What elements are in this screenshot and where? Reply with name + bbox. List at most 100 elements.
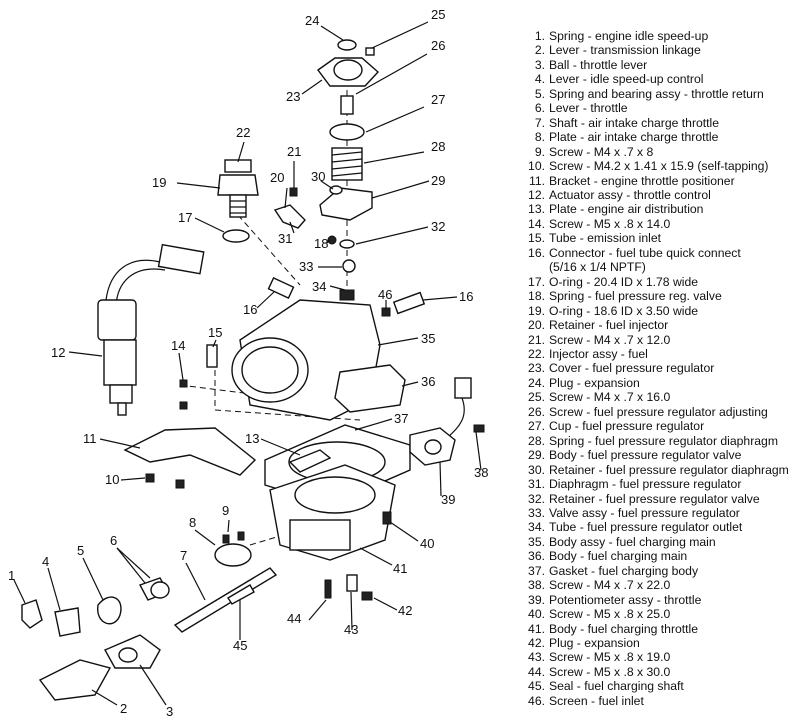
legend-text: Potentiometer assy - throttle xyxy=(549,592,702,607)
legend-text: Plate - air intake charge throttle xyxy=(549,130,719,145)
callout-18: 18 xyxy=(314,236,328,251)
legend-item: 25.Screw - M4 x .7 x 16.0 xyxy=(518,390,808,404)
legend-item: 27.Cup - fuel pressure regulator xyxy=(518,419,808,433)
legend-number: 45. xyxy=(528,679,545,694)
callout-10: 10 xyxy=(105,472,119,487)
legend-number: 40. xyxy=(528,607,545,622)
legend-item: 13.Plate - engine air distribution xyxy=(518,202,808,216)
legend-number: 17. xyxy=(528,274,545,289)
legend-text: Retainer - fuel pressure regulator valve xyxy=(549,491,760,506)
callout-6: 6 xyxy=(110,533,117,548)
legend-text: Body - fuel charging main xyxy=(549,549,688,564)
legend-item: 3.Ball - throttle lever xyxy=(518,58,808,72)
legend-text: Body assy - fuel charging main xyxy=(549,534,716,549)
callout-23: 23 xyxy=(286,89,300,104)
potentiometer-assembly xyxy=(409,377,485,466)
callout-16-left: 16 xyxy=(243,302,257,317)
callout-4: 4 xyxy=(42,554,49,569)
callout-44: 44 xyxy=(287,611,301,626)
bracket-11 xyxy=(123,427,257,476)
legend-item: 39. Potentiometer assy - throttle xyxy=(518,593,808,607)
legend-item: 28.Spring - fuel pressure regulator diap… xyxy=(518,434,808,448)
legend-item: 15.Tube - emission inlet xyxy=(518,231,808,245)
legend-item: 23.Cover - fuel pressure regulator xyxy=(518,361,808,375)
legend-number: 39. xyxy=(528,592,545,607)
callout-11: 11 xyxy=(83,431,97,446)
callout-24: 24 xyxy=(305,13,319,28)
legend-number: 20. xyxy=(528,318,545,333)
callout-46: 46 xyxy=(378,287,392,302)
legend-item: 26.Screw - fuel pressure regulator adjus… xyxy=(518,405,808,419)
legend-number: 44. xyxy=(528,664,545,679)
callout-8: 8 xyxy=(189,515,196,530)
callout-26: 26 xyxy=(431,38,445,53)
legend-text: Plug - expansion xyxy=(549,636,640,651)
legend-item: 17.O-ring - 20.4 ID x 1.78 wide xyxy=(518,275,808,289)
legend-number: 19. xyxy=(528,303,545,318)
legend-item: 19.O-ring - 18.6 ID x 3.50 wide xyxy=(518,304,808,318)
callout-45: 45 xyxy=(233,638,247,653)
legend-text: Seal - fuel charging shaft xyxy=(549,679,684,694)
legend-number: 21. xyxy=(528,332,545,347)
callout-33: 33 xyxy=(299,259,313,274)
callout-39: 39 xyxy=(441,492,455,507)
callout-28: 28 xyxy=(431,139,445,154)
legend-item: 36.Body - fuel charging main xyxy=(518,549,808,563)
shaft-7 xyxy=(173,567,278,633)
callout-2: 2 xyxy=(120,701,127,716)
legend-text: Screw - M4 x .7 x 8 xyxy=(549,144,654,159)
callout-9: 9 xyxy=(222,503,229,518)
legend-text: Screw - M5 x .8 x 25.0 xyxy=(549,607,671,622)
legend-item: 18.Spring - fuel pressure reg. valve xyxy=(518,289,808,303)
callout-7: 7 xyxy=(180,548,187,563)
plate-13 xyxy=(288,449,332,473)
spring-5 xyxy=(97,596,122,625)
legend-text: Diaphragm - fuel pressure regulator xyxy=(549,477,742,492)
legend-text: Shaft - air intake charge throttle xyxy=(549,115,720,130)
screw-14b xyxy=(179,401,188,410)
plug-42 xyxy=(361,591,373,601)
legend-number: 6. xyxy=(534,101,545,116)
screw-43 xyxy=(346,574,358,592)
callout-12: 12 xyxy=(51,345,65,360)
legend-text: Cup - fuel pressure regulator xyxy=(549,419,705,434)
callout-14: 14 xyxy=(171,338,185,353)
legend-item: 44.Screw - M5 x .8 x 30.0 xyxy=(518,665,808,679)
valve-33 xyxy=(342,259,356,273)
legend-item: 46.Screen - fuel inlet xyxy=(518,694,808,708)
legend-text: Spring - fuel pressure reg. valve xyxy=(549,289,722,304)
legend-item: 21.Screw - M4 x .7 x 12.0 xyxy=(518,333,808,347)
legend-item: 42.Plug - expansion xyxy=(518,636,808,650)
callout-30: 30 xyxy=(311,169,325,184)
legend-number: 26. xyxy=(528,404,545,419)
spring-1 xyxy=(21,599,43,629)
positioner-bracket xyxy=(123,427,257,489)
callout-20: 20 xyxy=(270,170,284,185)
callout-35: 35 xyxy=(421,331,435,346)
legend-number: 12. xyxy=(528,187,545,202)
legend-number: 31. xyxy=(528,477,545,492)
legend-subtext: (5/16 x 1/4 NPTF) xyxy=(549,260,646,275)
legend-item: 14.Screw - M5 x .8 x 14.0 xyxy=(518,217,808,231)
legend-text: Actuator assy - throttle control xyxy=(549,187,711,202)
connector-16-left xyxy=(267,276,295,300)
callout-43: 43 xyxy=(344,622,358,637)
legend-text: Screw - M5 x .8 x 19.0 xyxy=(549,650,671,665)
screw-14a xyxy=(179,379,188,388)
legend-number: 23. xyxy=(528,361,545,376)
legend-item: 20.Retainer - fuel injector xyxy=(518,318,808,332)
plate-8 xyxy=(214,543,252,567)
legend-text: Lever - transmission linkage xyxy=(549,43,701,58)
legend-text: Valve assy - fuel pressure regulator xyxy=(549,505,740,520)
callout-29: 29 xyxy=(431,173,445,188)
legend-number: 35. xyxy=(528,534,545,549)
callout-numbers: 24 25 26 23 27 22 28 21 19 20 30 29 17 3… xyxy=(8,7,488,719)
throttle-actuator xyxy=(97,243,205,416)
callout-42: 42 xyxy=(398,603,412,618)
legend-item: 4.Lever - idle speed-up control xyxy=(518,72,808,86)
tube-34 xyxy=(339,289,355,301)
screw-9b xyxy=(237,531,245,541)
legend-item: 12. Actuator assy - throttle control xyxy=(518,188,808,202)
adjusting-screw-26 xyxy=(340,95,354,115)
callout-38: 38 xyxy=(474,465,488,480)
